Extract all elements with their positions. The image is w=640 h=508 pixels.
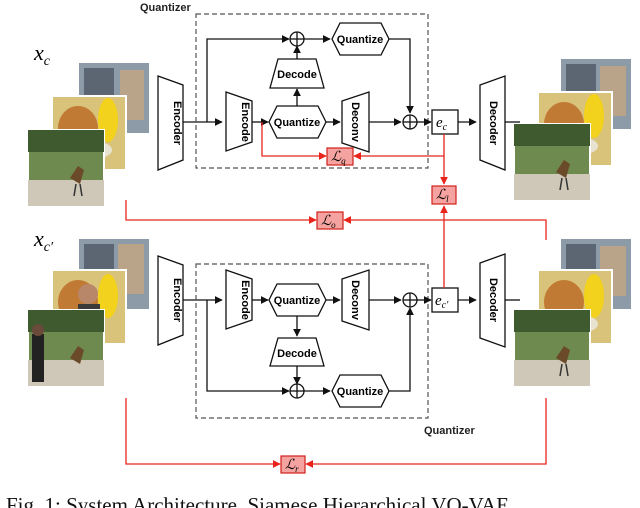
encode-top: Encode xyxy=(225,91,253,152)
input-label-top: xc xyxy=(33,40,51,69)
encode-bottom-label: Encode xyxy=(239,280,251,320)
sum-node-top-upper xyxy=(289,31,305,47)
loss-latent: ℒl xyxy=(431,185,457,205)
decode-bottom: Decode xyxy=(269,337,325,367)
decode-top: Decode xyxy=(269,58,325,89)
sum-node-bottom xyxy=(402,292,418,308)
output-image-stack-bottom xyxy=(513,237,633,387)
quantizer-label-bottom: Quantizer xyxy=(424,425,475,437)
sum-node-top xyxy=(402,114,418,130)
output-image-stack-top xyxy=(513,57,633,201)
quantize-bottom-lower-label: Quantize xyxy=(337,386,383,398)
svg-text:ℒq: ℒq xyxy=(331,150,346,166)
quantize-top-inner: Quantize xyxy=(268,105,327,139)
quantize-bottom-lower: Quantize xyxy=(331,374,390,408)
quantize-top-upper-label: Quantize xyxy=(337,34,383,46)
quantize-top-upper: Quantize xyxy=(331,22,390,56)
figure-caption: Fig. 1: System Architecture. Siamese Hie… xyxy=(6,493,509,508)
embedding-top: ec xyxy=(431,109,459,135)
embedding-bottom: ec′ xyxy=(431,287,459,313)
input-image-stack-bottom xyxy=(27,237,151,387)
decode-top-label: Decode xyxy=(277,69,317,81)
deconv-bottom: Deconv xyxy=(341,269,370,331)
input-label-bottom: xc′ xyxy=(33,226,54,255)
loss-reconstruction: ℒr xyxy=(280,455,306,474)
svg-text:ℒr: ℒr xyxy=(285,458,299,474)
encoder-bottom: Encoder xyxy=(157,255,184,346)
loss-output: ℒo xyxy=(316,211,344,230)
svg-text:ℒo: ℒo xyxy=(321,214,336,230)
input-image-stack-top xyxy=(27,61,151,207)
deconv-top-label: Deconv xyxy=(349,102,361,143)
encoder-top-label: Encoder xyxy=(171,101,183,146)
decoder-bottom: Decoder xyxy=(479,253,506,348)
quantizer-box-top xyxy=(195,13,429,169)
deconv-bottom-label: Deconv xyxy=(349,280,361,321)
encoder-top: Encoder xyxy=(157,75,184,171)
decoder-bottom-label: Decoder xyxy=(487,278,499,323)
decoder-top: Decoder xyxy=(479,75,506,171)
quantizer-label-top: Quantizer xyxy=(140,2,191,14)
svg-text:ec: ec xyxy=(436,115,448,133)
quantize-top-inner-label: Quantize xyxy=(274,117,320,129)
encoder-bottom-label: Encoder xyxy=(171,278,183,323)
decoder-top-label: Decoder xyxy=(487,101,499,146)
decode-bottom-label: Decode xyxy=(277,348,317,360)
loss-quantization: ℒq xyxy=(326,147,354,166)
encode-bottom: Encode xyxy=(225,269,253,330)
sum-node-bottom-lower xyxy=(289,383,305,399)
quantize-bottom-inner-label: Quantize xyxy=(274,295,320,307)
quantizer-box-bottom xyxy=(195,263,429,419)
quantize-bottom-inner: Quantize xyxy=(268,283,327,317)
svg-text:ec′: ec′ xyxy=(435,293,449,311)
svg-text:ℒl: ℒl xyxy=(436,188,449,204)
deconv-top: Deconv xyxy=(341,91,370,153)
encode-top-label: Encode xyxy=(239,102,251,142)
